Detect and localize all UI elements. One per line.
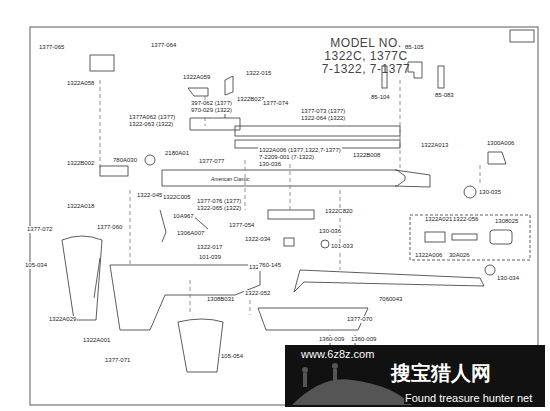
callout-number: 1308B031 [206, 296, 235, 303]
callout-number: 130-036 [258, 161, 282, 168]
callout-number: 1377-076 (1377) [196, 198, 242, 205]
callout-number: 1308025 [494, 218, 519, 225]
callout-number: 1377A062 (1377) [128, 114, 176, 121]
callout-number: 1360-009 [350, 336, 377, 343]
callout-number: 1322A013 [420, 142, 449, 149]
callout-number: 1322A001 [82, 337, 111, 344]
pin [225, 76, 233, 95]
pump-link [268, 210, 314, 219]
callout-number: 1322A059 [182, 74, 211, 81]
callout-number: 1322A029 [48, 316, 77, 323]
tube-front [395, 170, 430, 187]
callout-number: 10A967 [172, 213, 195, 220]
callout-number: 1377-077 [198, 158, 225, 165]
valve-detail-box [410, 215, 530, 260]
callout-number: 1377-054 [228, 222, 255, 229]
callout-number: 2180A01 [164, 150, 190, 157]
pump-pin [284, 238, 294, 246]
callout-number: 130-036 [318, 228, 342, 235]
watermark: Found treasure hunter net [404, 392, 533, 404]
rear-sight [90, 55, 114, 71]
watermark-band [285, 345, 545, 407]
grip-screw [94, 258, 100, 298]
title-block [510, 30, 534, 42]
callout-number: 1322-034 [244, 236, 271, 243]
callout-number: 130-035 [478, 189, 502, 196]
muzzle-cap [488, 152, 506, 164]
callout-number: 7060043 [378, 296, 403, 303]
callout-number: 1322A006 [414, 252, 443, 259]
callout-number: 970-029 (1322) [190, 107, 233, 114]
o-ring [464, 186, 476, 198]
callout-number: 1300A006 [486, 140, 515, 147]
watermark: 搜宝猎人网 [390, 362, 492, 384]
callout-number: 1377-070 [346, 316, 373, 323]
sight-pin [438, 66, 444, 88]
callout-number: 1306A007 [176, 230, 205, 237]
callout-number: 1322-064 (1322) [300, 115, 346, 122]
callout-number: 101-039 [198, 254, 222, 261]
callout-number: 1322B002 [66, 160, 95, 167]
callout-number: 1322C005 [162, 194, 192, 201]
callout-number: 1377-071 [104, 357, 131, 364]
callout-number: 85-105 [404, 44, 425, 51]
callout-number: 1322A021 [424, 216, 453, 223]
callout-number: 105-054 [220, 353, 244, 360]
callout-number: 1322A018 [66, 203, 95, 210]
callout-number: 1322B027 [236, 96, 265, 103]
callout-number: 101-033 [330, 243, 354, 250]
callout-number: 85-083 [434, 92, 455, 99]
callout-number: 1322-063 (1322) [128, 121, 174, 128]
callout-number: 1377-072 [26, 226, 53, 233]
latch [188, 88, 208, 96]
callout-number: 1322C820 [324, 208, 354, 215]
spring [100, 166, 128, 176]
callout-number: 1377-074 [262, 100, 289, 107]
callout-number: 130-034 [496, 275, 520, 282]
callout-number: 1322-065 (1322) [196, 205, 242, 212]
callout-number: 1322-017 [196, 244, 223, 251]
callout-number: 780A030 [112, 157, 138, 164]
callout-number: 1322A006 (1377,1322,7-1377) [258, 147, 342, 154]
bolt [190, 108, 240, 130]
callout-number: 1322-056 [452, 216, 479, 223]
callout-number: 1322-015 [245, 70, 272, 77]
ring [485, 265, 495, 275]
pump-lever [294, 270, 484, 292]
callout-number: 30A026 [448, 252, 471, 259]
callout-number: 1377-064 [150, 42, 177, 49]
callout-number: 85-104 [370, 94, 391, 101]
model-title: MODEL NO. 1322C, 1377C 7-1322, 7-1377 [318, 37, 414, 76]
valve-stem [452, 234, 477, 240]
callout-number: 1377-065 [38, 44, 65, 51]
valve-seal [490, 230, 512, 244]
callout-number: 760-145 [258, 262, 282, 269]
body-tube [162, 170, 405, 186]
callout-number: 105-034 [24, 262, 48, 269]
washer [321, 240, 329, 248]
right-grip [178, 319, 223, 372]
callout-number: 1377-073 (1377) [300, 108, 346, 115]
callout-number: 1322B008 [352, 152, 381, 159]
brand-marking: American Classic [210, 176, 251, 183]
callout-number: 1322-045 [136, 192, 163, 199]
callout-number: 7-2209-001 (7-1322) [258, 154, 315, 161]
barrel [235, 126, 400, 136]
callout-number: 1322A058 [66, 80, 95, 87]
watermark: www.6z8z.com [300, 348, 375, 360]
callout-number: 397-062 (1377) [190, 100, 233, 107]
valve-body [425, 232, 445, 242]
trigger [160, 210, 166, 242]
callout-number: 1322-052 [244, 290, 271, 297]
callout-number: 1360-009 [318, 336, 345, 343]
left-grip [62, 236, 102, 320]
valve-cap [145, 155, 155, 165]
callout-number: 1377-060 [96, 224, 123, 231]
